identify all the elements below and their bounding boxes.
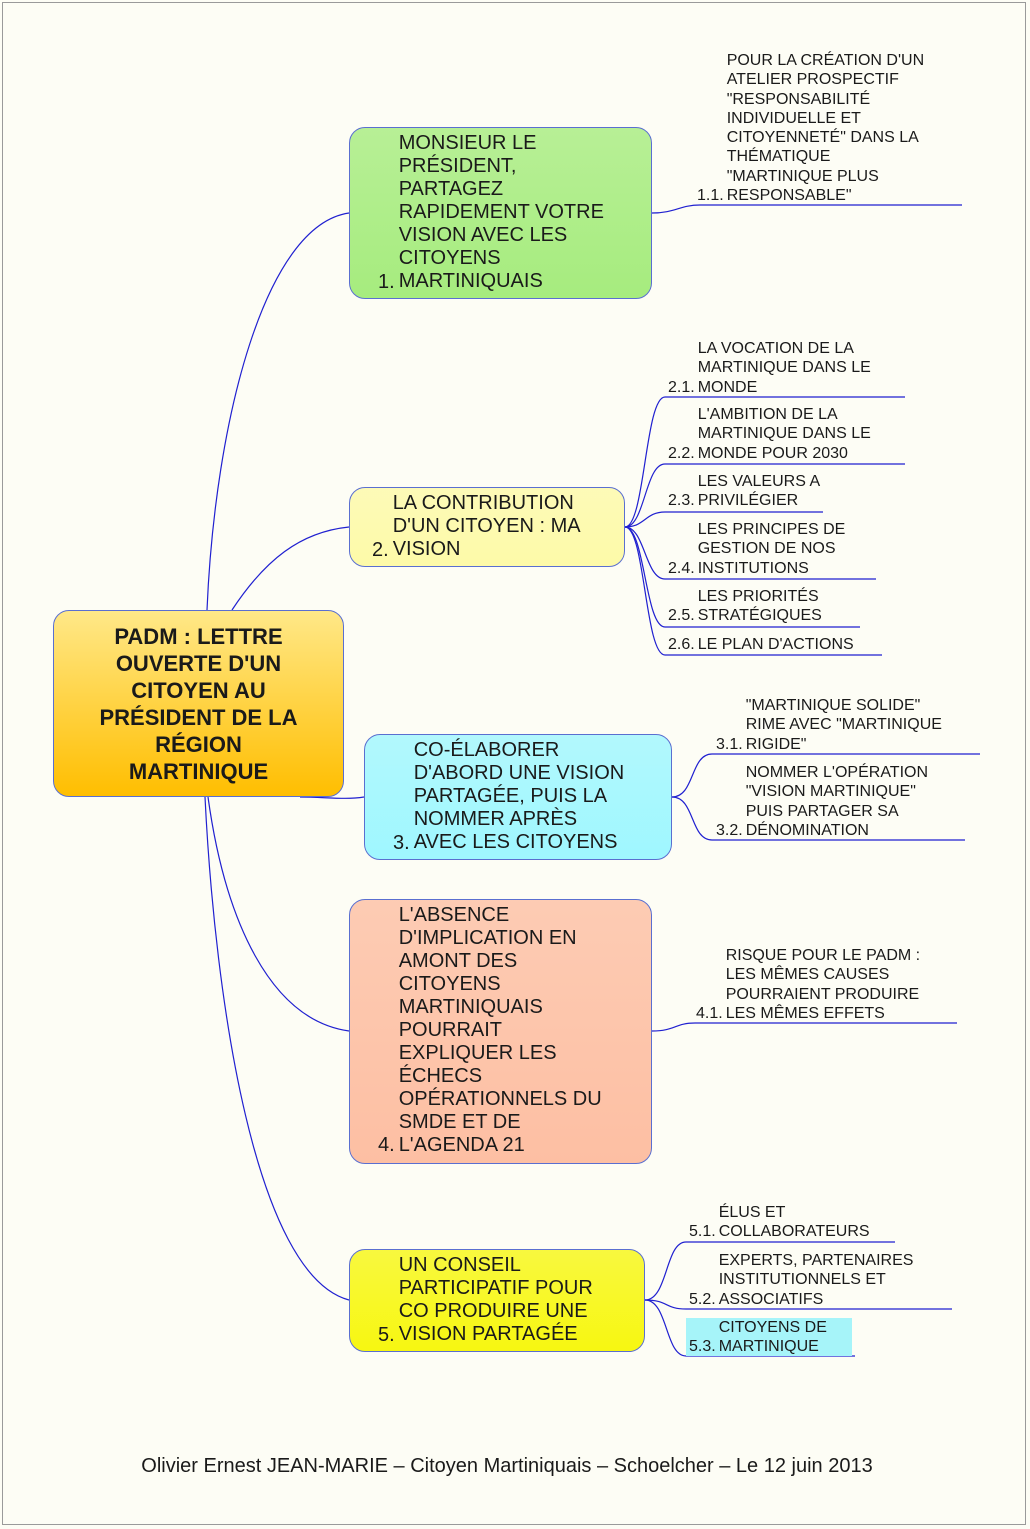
leaf-4-1-number: 4.1. [696, 1004, 723, 1022]
leaf-5-1-label: ÉLUS ET COLLABORATEURS [718, 1204, 870, 1241]
leaf-2-3-label: LES VALEURS A PRIVILÉGIER [697, 473, 821, 510]
leaf-5-3[interactable]: 5.3. CITOYENS DE MARTINIQUE [686, 1318, 852, 1356]
link-center-branch-2 [231, 526, 350, 611]
leaf-2-4-number: 2.4. [668, 559, 695, 577]
branch-4-number: 4. [378, 1134, 395, 1156]
leaf-2-5-label: LES PRIORITÉS STRATÉGIQUES [697, 588, 822, 625]
leaf-5-2-number: 5.2. [689, 1290, 716, 1308]
leaf-3-1-label: "MARTINIQUE SOLIDE" RIME AVEC "MARTINIQU… [745, 697, 942, 753]
leaf-2-2[interactable]: 2.2. L'AMBITION DE LA MARTINIQUE DANS LE… [668, 405, 871, 463]
link-center-branch-3 [299, 796, 365, 799]
leaf-1-1[interactable]: 1.1. POUR LA CRÉATION D'UN ATELIER PROSP… [697, 51, 924, 205]
link-leaf-2-4 [624, 526, 876, 580]
leaf-1-1-label: POUR LA CRÉATION D'UN ATELIER PROSPECTIF… [726, 52, 925, 205]
leaf-2-3[interactable]: 2.3. LES VALEURS A PRIVILÉGIER [668, 472, 820, 511]
leaf-2-1-number: 2.1. [668, 378, 695, 396]
branch-5-label: UN CONSEIL PARTICIPATIF POUR CO PRODUIRE… [398, 1254, 593, 1345]
link-leaf-5-2 [644, 1299, 952, 1310]
link-leaf-1-1 [651, 204, 962, 214]
leaf-5-3-number: 5.3. [689, 1337, 716, 1355]
leaf-3-1[interactable]: 3.1. "MARTINIQUE SOLIDE" RIME AVEC "MART… [716, 696, 942, 754]
link-leaf-2-1 [624, 396, 905, 528]
leaf-2-5[interactable]: 2.5. LES PRIORITÉS STRATÉGIQUES [668, 587, 822, 626]
branch-2-number: 2. [372, 539, 389, 561]
leaf-1-1-number: 1.1. [697, 187, 724, 205]
leaf-2-1-label: LA VOCATION DE LA MARTINIQUE DANS LE MON… [697, 340, 871, 396]
link-center-branch-1 [206, 212, 350, 611]
branch-1[interactable]: 1. MONSIEUR LE PRÉSIDENT, PARTAGEZ RAPID… [349, 127, 652, 299]
link-leaf-2-3 [624, 511, 823, 528]
link-leaf-5-3 [644, 1299, 855, 1357]
leaf-3-2-label: NOMMER L'OPÉRATION "VISION MARTINIQUE" P… [745, 764, 929, 839]
branch-3-number: 3. [393, 832, 410, 854]
leaf-3-1-number: 3.1. [716, 735, 743, 753]
branch-2-label: LA CONTRIBUTION D'UN CITOYEN : MA VISION [392, 492, 581, 560]
leaf-2-1[interactable]: 2.1. LA VOCATION DE LA MARTINIQUE DANS L… [668, 339, 871, 397]
leaf-2-2-number: 2.2. [668, 444, 695, 462]
central-topic[interactable]: PADM : LETTRE OUVERTE D'UN CITOYEN AU PR… [53, 610, 344, 797]
leaf-2-3-number: 2.3. [668, 492, 695, 510]
branch-3[interactable]: 3. CO-ÉLABORER D'ABORD UNE VISION PARTAG… [364, 734, 672, 860]
branch-4[interactable]: 4. L'ABSENCE D'IMPLICATION EN AMONT DES … [349, 899, 652, 1164]
link-leaf-3-2 [671, 796, 965, 841]
leaf-2-5-number: 2.5. [668, 607, 695, 625]
branch-4-label: L'ABSENCE D'IMPLICATION EN AMONT DES CIT… [398, 904, 602, 1156]
link-center-branch-5 [204, 796, 350, 1301]
branch-5-number: 5. [378, 1324, 395, 1346]
leaf-2-6-number: 2.6. [668, 636, 695, 653]
leaf-5-2[interactable]: 5.2. EXPERTS, PARTENAIRES INSTITUTIONNEL… [689, 1251, 913, 1309]
branch-1-label: MONSIEUR LE PRÉSIDENT, PARTAGEZ RAPIDEME… [398, 132, 604, 292]
leaf-5-1-number: 5.1. [689, 1223, 716, 1241]
link-leaf-2-2 [624, 463, 905, 528]
leaf-4-1[interactable]: 4.1. RISQUE POUR LE PADM : LES MÊMES CAU… [696, 946, 920, 1023]
branch-3-label: CO-ÉLABORER D'ABORD UNE VISION PARTAGÉE,… [413, 739, 625, 853]
link-leaf-5-1 [644, 1241, 895, 1301]
leaf-2-6-label: LE PLAN D'ACTIONS [697, 636, 854, 653]
leaf-2-4-label: LES PRINCIPES DE GESTION DE NOS INSTITUT… [697, 521, 846, 577]
leaf-5-3-label: CITOYENS DE MARTINIQUE [718, 1319, 827, 1356]
leaf-5-1[interactable]: 5.1. ÉLUS ET COLLABORATEURS [689, 1203, 870, 1242]
leaf-2-4[interactable]: 2.4. LES PRINCIPES DE GESTION DE NOS INS… [668, 520, 845, 578]
leaf-2-2-label: L'AMBITION DE LA MARTINIQUE DANS LE MOND… [697, 406, 871, 462]
leaf-3-2-number: 3.2. [716, 821, 743, 839]
branch-2[interactable]: 2. LA CONTRIBUTION D'UN CITOYEN : MA VIS… [349, 487, 625, 567]
branch-5[interactable]: 5. UN CONSEIL PARTICIPATIF POUR CO PRODU… [349, 1249, 645, 1352]
leaf-3-2[interactable]: 3.2. NOMMER L'OPÉRATION "VISION MARTINIQ… [716, 763, 928, 840]
leaf-4-1-label: RISQUE POUR LE PADM : LES MÊMES CAUSES P… [725, 947, 921, 1022]
link-leaf-4-1 [651, 1022, 957, 1032]
link-center-branch-4 [207, 796, 350, 1032]
leaf-2-6[interactable]: 2.6. LE PLAN D'ACTIONS [668, 635, 854, 654]
leaf-5-2-label: EXPERTS, PARTENAIRES INSTITUTIONNELS ET … [718, 1252, 914, 1308]
branch-1-number: 1. [378, 271, 395, 293]
link-leaf-3-1 [671, 753, 980, 798]
link-leaf-2-6 [624, 526, 882, 656]
footer-signature: Olivier Ernest JEAN-MARIE – Citoyen Mart… [141, 1455, 873, 1477]
